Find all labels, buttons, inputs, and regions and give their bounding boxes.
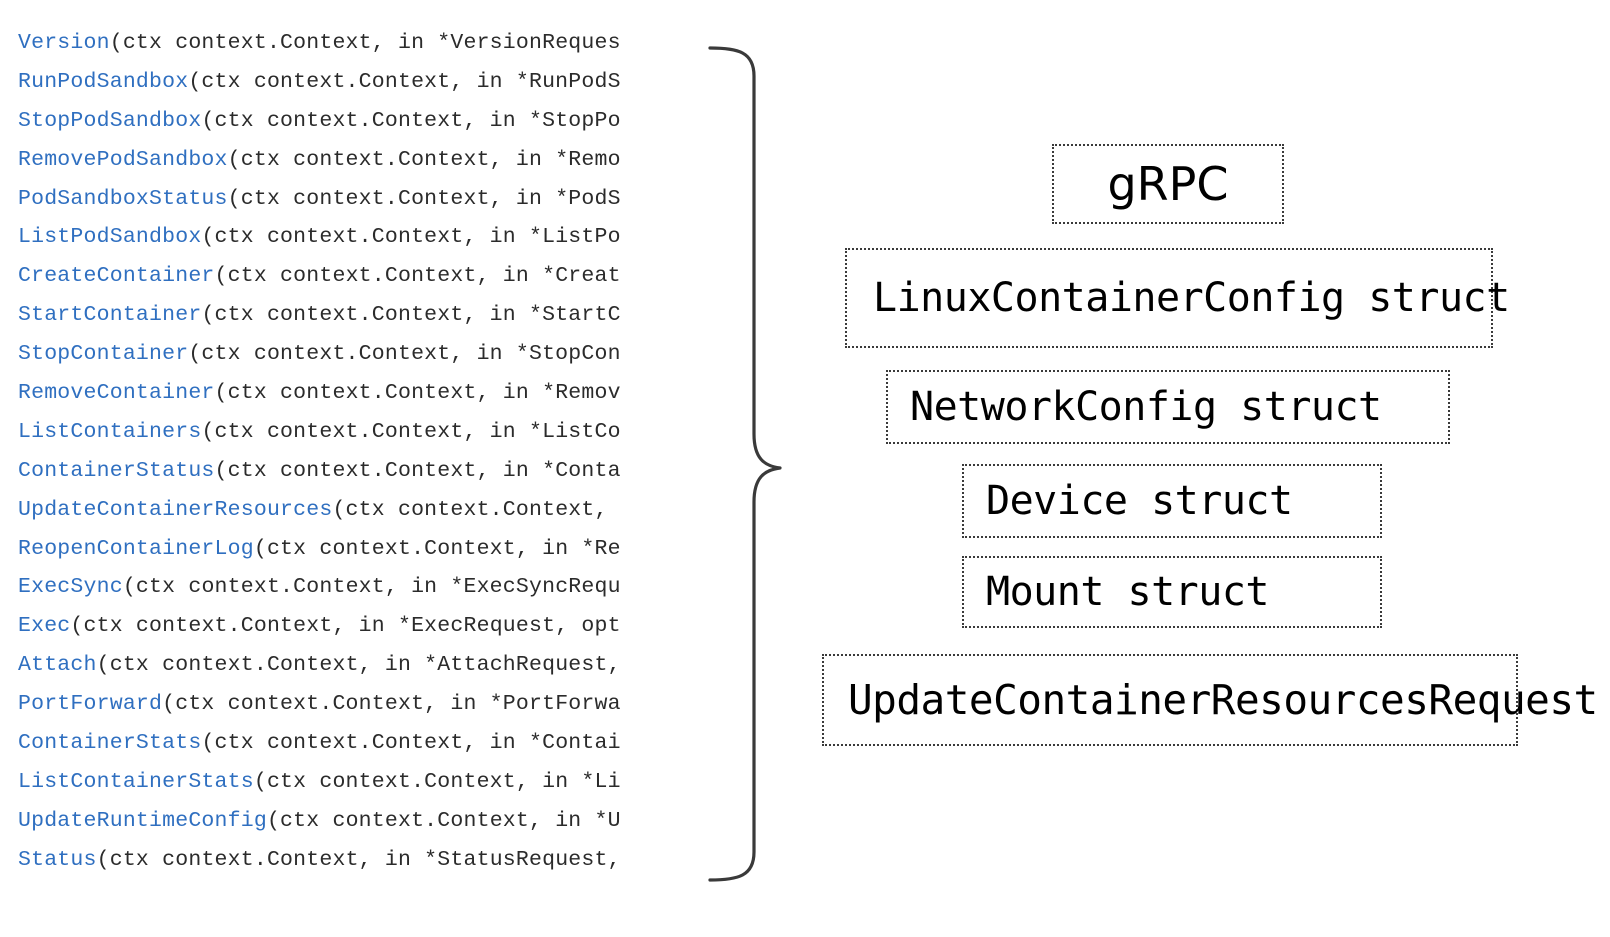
code-line: PodSandboxStatus(ctx context.Context, in… <box>0 180 657 219</box>
method-name: CreateContainer <box>18 264 215 289</box>
code-line: ListContainerStats(ctx context.Context, … <box>0 763 657 802</box>
method-name: Attach <box>18 653 97 678</box>
method-name: ContainerStatus <box>18 458 215 483</box>
method-name: UpdateContainerResources <box>18 497 333 522</box>
method-signature: (ctx context.Context, in *StopCon <box>188 342 621 367</box>
method-name: StopPodSandbox <box>18 108 202 133</box>
go-method-list: Version(ctx context.Context, in *Version… <box>0 24 657 894</box>
box-grpc: gRPC <box>1052 144 1284 224</box>
method-signature: (ctx context.Context, in *Remo <box>227 147 621 172</box>
method-name: PodSandboxStatus <box>18 186 228 211</box>
box-device: Device struct <box>962 464 1382 538</box>
method-signature: (ctx context.Context, in *AttachRequest, <box>96 653 621 678</box>
method-signature: (ctx context.Context, in *Conta <box>214 458 621 483</box>
code-line: RemoveContainer(ctx context.Context, in … <box>0 374 657 413</box>
method-name: ReopenContainerLog <box>18 536 254 561</box>
method-name: Version <box>18 31 110 55</box>
box-network-config-label: NetworkConfig struct <box>910 384 1382 430</box>
box-mount: Mount struct <box>962 556 1382 628</box>
method-signature: (ctx context.Context, in *U <box>266 808 621 833</box>
curly-brace-connector <box>708 46 782 882</box>
method-name: StartContainer <box>18 303 202 328</box>
method-signature: (ctx context.Context, in *Li <box>253 769 621 794</box>
method-signature: (ctx context.Context, in *Contai <box>201 731 621 756</box>
method-signature: (ctx context.Context, in *Creat <box>214 264 621 289</box>
method-signature: (ctx context.Context, in *ListPo <box>201 225 621 250</box>
box-linux-container-config-label: LinuxContainerConfig struct <box>873 275 1510 321</box>
box-mount-label: Mount struct <box>986 569 1269 615</box>
code-line: RunPodSandbox(ctx context.Context, in *R… <box>0 63 657 102</box>
method-name: ExecSync <box>18 575 123 600</box>
method-signature: (ctx context.Context, in *Remov <box>214 381 621 406</box>
box-update-container-resources-request-label: UpdateContainerResourcesRequest <box>848 676 1598 724</box>
box-network-config: NetworkConfig struct <box>886 370 1450 444</box>
method-signature: (ctx context.Context, <box>332 497 621 522</box>
method-name: PortForward <box>18 692 163 717</box>
method-signature: (ctx context.Context, in *ExecRequest, o… <box>70 614 621 639</box>
code-line: ExecSync(ctx context.Context, in *ExecSy… <box>0 568 657 607</box>
code-line: ReopenContainerLog(ctx context.Context, … <box>0 530 657 569</box>
box-grpc-label: gRPC <box>1107 157 1229 211</box>
method-name: RunPodSandbox <box>18 69 189 94</box>
method-name: RemoveContainer <box>18 381 215 406</box>
method-signature: (ctx context.Context, in *RunPodS <box>188 69 621 94</box>
method-signature: (ctx context.Context, in *StartC <box>201 303 621 328</box>
method-signature: (ctx context.Context, in *ListCo <box>201 419 621 444</box>
code-line: Exec(ctx context.Context, in *ExecReques… <box>0 607 657 646</box>
method-signature: (ctx context.Context, in *StopPo <box>201 108 621 133</box>
method-name: StopContainer <box>18 342 189 367</box>
method-name: ContainerStats <box>18 731 202 756</box>
code-line: Attach(ctx context.Context, in *AttachRe… <box>0 646 657 685</box>
method-signature: (ctx context.Context, in *StatusRequest, <box>96 847 621 872</box>
method-signature: (ctx context.Context, in *ExecSyncRequ <box>122 575 621 600</box>
code-line: ContainerStatus(ctx context.Context, in … <box>0 452 657 491</box>
method-name: UpdateRuntimeConfig <box>18 808 267 833</box>
code-line: StopContainer(ctx context.Context, in *S… <box>0 335 657 374</box>
method-name: Status <box>18 847 97 872</box>
code-line: ContainerStats(ctx context.Context, in *… <box>0 724 657 763</box>
method-name: ListPodSandbox <box>18 225 202 250</box>
code-line: StartContainer(ctx context.Context, in *… <box>0 296 657 335</box>
code-line: StopPodSandbox(ctx context.Context, in *… <box>0 102 657 141</box>
box-device-label: Device struct <box>986 478 1293 524</box>
box-update-container-resources-request: UpdateContainerResourcesRequest <box>822 654 1598 746</box>
method-name: RemovePodSandbox <box>18 147 228 172</box>
code-line: Status(ctx context.Context, in *StatusRe… <box>0 841 657 880</box>
method-name: ListContainerStats <box>18 769 254 794</box>
code-line: UpdateRuntimeConfig(ctx context.Context,… <box>0 802 657 841</box>
method-signature: (ctx context.Context, in *VersionReques <box>109 31 621 55</box>
code-line: ListContainers(ctx context.Context, in *… <box>0 413 657 452</box>
code-line: PortForward(ctx context.Context, in *Por… <box>0 685 657 724</box>
code-line: Version(ctx context.Context, in *Version… <box>0 24 657 63</box>
code-line: UpdateContainerResources(ctx context.Con… <box>0 491 657 530</box>
method-signature: (ctx context.Context, in *PortForwa <box>162 692 621 717</box>
code-line: ListPodSandbox(ctx context.Context, in *… <box>0 218 657 257</box>
method-name: Exec <box>18 614 71 639</box>
method-signature: (ctx context.Context, in *PodS <box>227 186 621 211</box>
box-linux-container-config: LinuxContainerConfig struct <box>845 248 1510 348</box>
method-name: ListContainers <box>18 419 202 444</box>
method-signature: (ctx context.Context, in *Re <box>253 536 621 561</box>
code-line: CreateContainer(ctx context.Context, in … <box>0 257 657 296</box>
code-line: RemovePodSandbox(ctx context.Context, in… <box>0 141 657 180</box>
